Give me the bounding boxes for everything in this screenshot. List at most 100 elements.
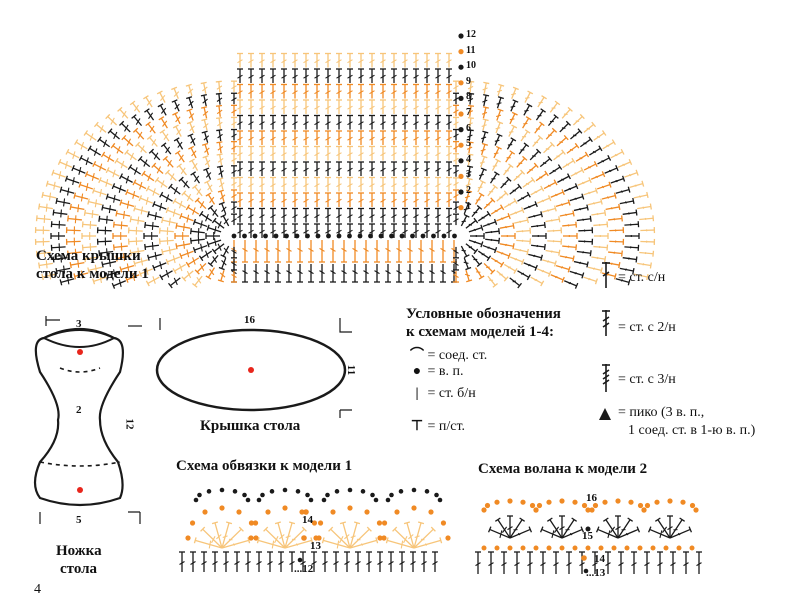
lid-fan-stitch: [146, 134, 158, 147]
edging-top-chain-dot: [245, 497, 251, 503]
lid-row-marker: [458, 158, 464, 164]
lid-fan-stitch: [168, 277, 181, 289]
legend-title-line2: к схемам моделей 1-4:: [406, 324, 555, 340]
lid-fan-stitch: [34, 237, 50, 246]
lid-center-stitch: [281, 130, 287, 145]
lid-fan-stitch: [220, 245, 230, 259]
lid-fan-stitch: [499, 243, 515, 250]
lid-fan-stitch: [205, 232, 220, 240]
lid-center-stitch: [325, 207, 331, 223]
ruffle-orange-dot: [559, 545, 565, 551]
edging-row-marker: [303, 509, 309, 515]
edging-orange-dot: [376, 520, 383, 526]
table-top-center-dot: [248, 367, 254, 373]
lid-center-stitch: [435, 192, 441, 207]
edging-base-stitch: [322, 551, 328, 572]
lid-center-stitch: [259, 130, 265, 145]
lid-fan-stitch: [477, 179, 486, 193]
lid-fan-stitch: [198, 210, 213, 222]
lid-center-stitch: [380, 52, 386, 68]
edging-fan-stitch: [413, 537, 443, 549]
lid-fan-stitch: [158, 236, 174, 245]
ruffle-top-dot: [529, 502, 536, 509]
table-top-number: 16: [244, 314, 255, 326]
lid-fan-stitch: [73, 192, 89, 202]
leg-middle-number: 2: [76, 404, 82, 416]
lid-fan-stitch: [135, 141, 147, 154]
lid-fan-stitch: [601, 272, 617, 280]
foundation-chain-dot: [294, 233, 300, 239]
legend-item-text: = ст. б/н: [427, 386, 476, 401]
lid-fan-stitch: [107, 128, 120, 140]
lid-fan-stitch: [480, 142, 489, 156]
lid-fan-stitch: [112, 221, 128, 230]
lid-fan-stitch: [59, 186, 75, 196]
lid-fan-stitch: [145, 185, 160, 196]
lid-row-number: 9: [466, 75, 471, 87]
lid-center-stitch: [402, 192, 408, 207]
lid-fan-stitch: [119, 120, 131, 133]
lid-fan-stitch: [466, 165, 474, 178]
lid-fan-stitch: [477, 250, 492, 262]
lid-center-stitch: [391, 145, 397, 161]
foundation-chain-dot: [378, 233, 384, 239]
lid-center-stitch: [237, 223, 243, 238]
lid-fan-stitch: [508, 124, 518, 137]
lid-fan-stitch: [559, 210, 575, 217]
lid-fan-stitch: [615, 278, 631, 286]
lid-fan-stitch: [453, 92, 459, 105]
lid-fan-stitch: [583, 276, 598, 285]
edging-fan-stitch: [392, 526, 415, 549]
lid-fan-stitch: [496, 250, 511, 260]
lid-center-stitch: [347, 130, 353, 145]
lid-fan-stitch: [556, 134, 569, 147]
edging-row-number: 14: [302, 514, 313, 526]
lid-center-stitch: [358, 83, 364, 99]
lid-fan-stitch: [83, 209, 99, 219]
lid-center-stitch: [237, 130, 243, 145]
lid-fan-stitch: [41, 271, 57, 281]
ruffle-base-stitch: [631, 551, 637, 574]
ruffle-orange-dot: [689, 545, 695, 551]
lid-fan-stitch: [231, 153, 237, 165]
ruffle-base-stitch: [644, 551, 650, 574]
lid-fan-stitch: [164, 169, 177, 182]
lid-row-number: 10: [466, 60, 476, 72]
lid-center-stitch: [435, 223, 441, 238]
lid-fan-stitch: [609, 227, 625, 234]
lid-fan-stitch: [496, 108, 504, 121]
lid-lower-stitch: [308, 264, 314, 283]
lid-fan-stitch: [517, 191, 531, 202]
lid-fan-stitch: [500, 176, 512, 189]
lid-fan-stitch: [523, 103, 533, 116]
lid-center-stitch: [314, 114, 320, 130]
edging-base-stitch: [355, 551, 361, 572]
ruffle-fan-stitch: [669, 526, 693, 539]
foundation-chain-dot: [263, 233, 268, 239]
lid-fan-stitch: [470, 233, 485, 239]
lid-row-marker: [458, 49, 464, 55]
lid-fan-stitch: [593, 221, 609, 228]
lid-fan-stitch: [453, 201, 459, 213]
lid-fan-stitch: [557, 173, 571, 183]
lid-fan-stitch: [562, 157, 576, 169]
lid-fan-stitch: [545, 216, 561, 223]
lid-center-stitch: [270, 83, 276, 99]
lid-center-stitch: [391, 161, 397, 176]
lid-crochet-scheme: [34, 33, 656, 289]
lid-fan-stitch: [216, 116, 223, 129]
lid-fan-stitch: [147, 251, 162, 261]
lid-lower-stitch: [374, 264, 380, 283]
lid-center-stitch: [369, 130, 375, 145]
edging-fan-stitch: [211, 521, 223, 549]
lid-row-number: 5: [466, 138, 471, 150]
lid-fan-stitch: [231, 104, 237, 117]
edging-fan-stitch: [221, 537, 251, 549]
lid-center-stitch: [303, 130, 309, 145]
lid-fan-stitch: [231, 92, 237, 105]
edging-orange-dot: [394, 509, 400, 515]
lid-center-stitch: [259, 161, 265, 176]
lid-center-stitch: [270, 161, 276, 176]
edging-base-stitch: [179, 551, 185, 572]
